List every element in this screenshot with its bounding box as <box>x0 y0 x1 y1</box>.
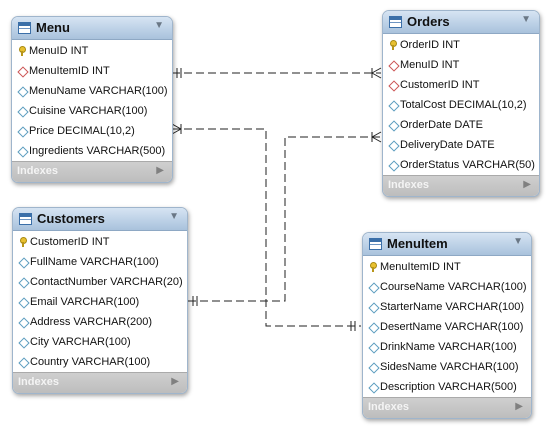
column-icon <box>18 297 28 307</box>
column-icon <box>17 126 27 136</box>
collapse-arrow-icon[interactable]: ▼ <box>154 20 164 31</box>
expand-arrow-icon[interactable]: ▶ <box>171 376 179 387</box>
expand-arrow-icon[interactable]: ▶ <box>523 179 531 190</box>
column-icon <box>368 362 378 372</box>
relationship-markers <box>171 67 382 331</box>
column-row[interactable]: Description VARCHAR(500) <box>363 377 531 397</box>
column-row[interactable]: City VARCHAR(100) <box>13 332 187 352</box>
table-name: Menu <box>36 20 70 35</box>
column-row[interactable]: Address VARCHAR(200) <box>13 312 187 332</box>
column-icon <box>17 106 27 116</box>
link-customers-orders <box>188 136 381 302</box>
column-row[interactable]: MenuItemID INT <box>363 257 531 277</box>
table-header[interactable]: Customers ▼ <box>13 208 187 231</box>
collapse-arrow-icon[interactable]: ▼ <box>521 14 531 25</box>
table-header[interactable]: MenuItem ▼ <box>363 233 531 256</box>
table-menuitem[interactable]: MenuItem ▼ MenuItemID INT CourseName VAR… <box>362 232 532 419</box>
expand-arrow-icon[interactable]: ▶ <box>515 401 523 412</box>
column-row[interactable]: FullName VARCHAR(100) <box>13 252 187 272</box>
column-icon <box>388 140 398 150</box>
column-icon <box>18 257 28 267</box>
column-row[interactable]: CustomerID INT <box>383 75 539 95</box>
indexes-section[interactable]: Indexes ▶ <box>13 372 187 393</box>
table-header[interactable]: Orders ▼ <box>383 11 539 34</box>
table-icon <box>369 238 382 250</box>
column-icon <box>388 120 398 130</box>
column-row[interactable]: MenuID INT <box>12 41 172 61</box>
expand-arrow-icon[interactable]: ▶ <box>156 165 164 176</box>
column-icon <box>368 322 378 332</box>
primary-key-icon <box>18 237 28 247</box>
collapse-arrow-icon[interactable]: ▼ <box>169 211 179 222</box>
indexes-label: Indexes <box>17 165 58 177</box>
foreign-key-icon <box>388 60 398 70</box>
table-orders[interactable]: Orders ▼ OrderID INT MenuID INT Customer… <box>382 10 540 197</box>
column-row[interactable]: Country VARCHAR(100) <box>13 352 187 372</box>
column-row[interactable]: StarterName VARCHAR(100) <box>363 297 531 317</box>
column-row[interactable]: MenuItemID INT <box>12 61 172 81</box>
column-icon <box>18 317 28 327</box>
primary-key-icon <box>388 40 398 50</box>
primary-key-icon <box>368 262 378 272</box>
column-icon <box>368 302 378 312</box>
column-icon <box>368 382 378 392</box>
column-row[interactable]: Price DECIMAL(10,2) <box>12 121 172 141</box>
column-row[interactable]: Email VARCHAR(100) <box>13 292 187 312</box>
column-row[interactable]: OrderDate DATE <box>383 115 539 135</box>
column-row[interactable]: CustomerID INT <box>13 232 187 252</box>
table-name: Orders <box>407 14 450 29</box>
table-name: MenuItem <box>387 236 448 251</box>
table-menu[interactable]: Menu ▼ MenuID INT MenuItemID INT MenuNam… <box>11 16 173 183</box>
table-icon <box>389 16 402 28</box>
column-icon <box>368 282 378 292</box>
column-icon <box>17 146 27 156</box>
column-row[interactable]: DrinkName VARCHAR(100) <box>363 337 531 357</box>
collapse-arrow-icon[interactable]: ▼ <box>513 236 523 247</box>
indexes-label: Indexes <box>368 401 409 413</box>
table-icon <box>18 22 31 34</box>
column-row[interactable]: SidesName VARCHAR(100) <box>363 357 531 377</box>
column-row[interactable]: CourseName VARCHAR(100) <box>363 277 531 297</box>
indexes-label: Indexes <box>18 376 59 388</box>
table-customers[interactable]: Customers ▼ CustomerID INT FullName VARC… <box>12 207 188 394</box>
link-menu-menuitem <box>172 128 361 327</box>
column-icon <box>18 357 28 367</box>
column-icon <box>18 277 28 287</box>
column-row[interactable]: Cuisine VARCHAR(100) <box>12 101 172 121</box>
column-icon <box>18 337 28 347</box>
table-name: Customers <box>37 211 105 226</box>
column-icon <box>368 342 378 352</box>
column-row[interactable]: OrderStatus VARCHAR(50) <box>383 155 539 175</box>
indexes-section[interactable]: Indexes ▶ <box>12 161 172 182</box>
column-icon <box>388 100 398 110</box>
indexes-label: Indexes <box>388 179 429 191</box>
column-row[interactable]: MenuName VARCHAR(100) <box>12 81 172 101</box>
indexes-section[interactable]: Indexes ▶ <box>363 397 531 418</box>
column-row[interactable]: MenuID INT <box>383 55 539 75</box>
table-icon <box>19 213 32 225</box>
column-row[interactable]: Ingredients VARCHAR(500) <box>12 141 172 161</box>
column-row[interactable]: DeliveryDate DATE <box>383 135 539 155</box>
column-row[interactable]: TotalCost DECIMAL(10,2) <box>383 95 539 115</box>
table-header[interactable]: Menu ▼ <box>12 17 172 40</box>
foreign-key-icon <box>388 80 398 90</box>
column-icon <box>388 160 398 170</box>
primary-key-icon <box>17 46 27 56</box>
column-icon <box>17 86 27 96</box>
column-row[interactable]: OrderID INT <box>383 35 539 55</box>
indexes-section[interactable]: Indexes ▶ <box>383 175 539 196</box>
column-row[interactable]: ContactNumber VARCHAR(20) <box>13 272 187 292</box>
column-row[interactable]: DesertName VARCHAR(100) <box>363 317 531 337</box>
foreign-key-icon <box>17 66 27 76</box>
